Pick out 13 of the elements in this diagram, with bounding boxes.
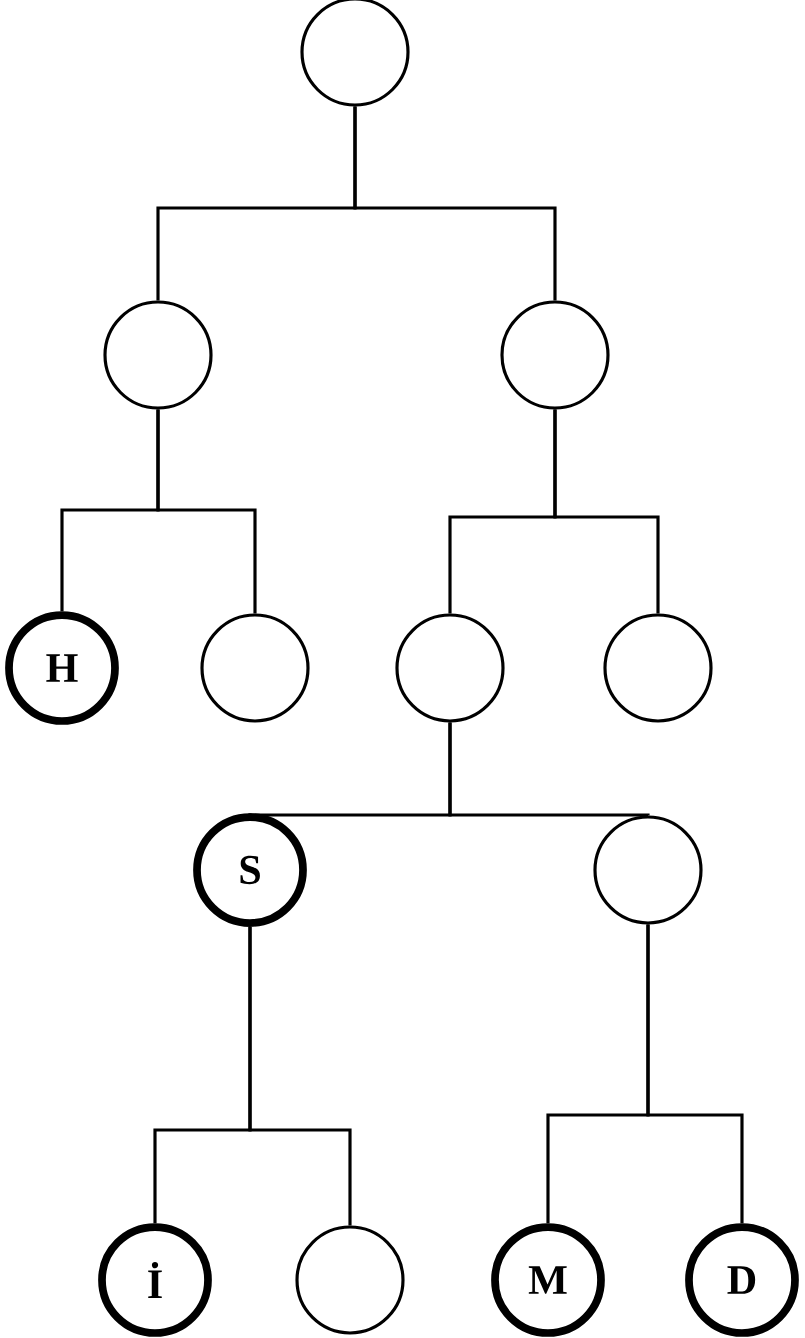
- connector: [156, 409, 257, 614]
- empty-circle: [103, 300, 213, 410]
- empty-circle: [593, 815, 703, 925]
- connector: [448, 722, 650, 817]
- empty-circle: [500, 300, 610, 410]
- connector: [248, 926, 352, 1226]
- empty-circle: [395, 613, 505, 723]
- empty-circle: [200, 613, 310, 723]
- empty-circle: [295, 1225, 405, 1335]
- connector: [553, 409, 660, 614]
- connector: [646, 924, 744, 1224]
- connector: [353, 106, 557, 301]
- empty-circle: [603, 613, 713, 723]
